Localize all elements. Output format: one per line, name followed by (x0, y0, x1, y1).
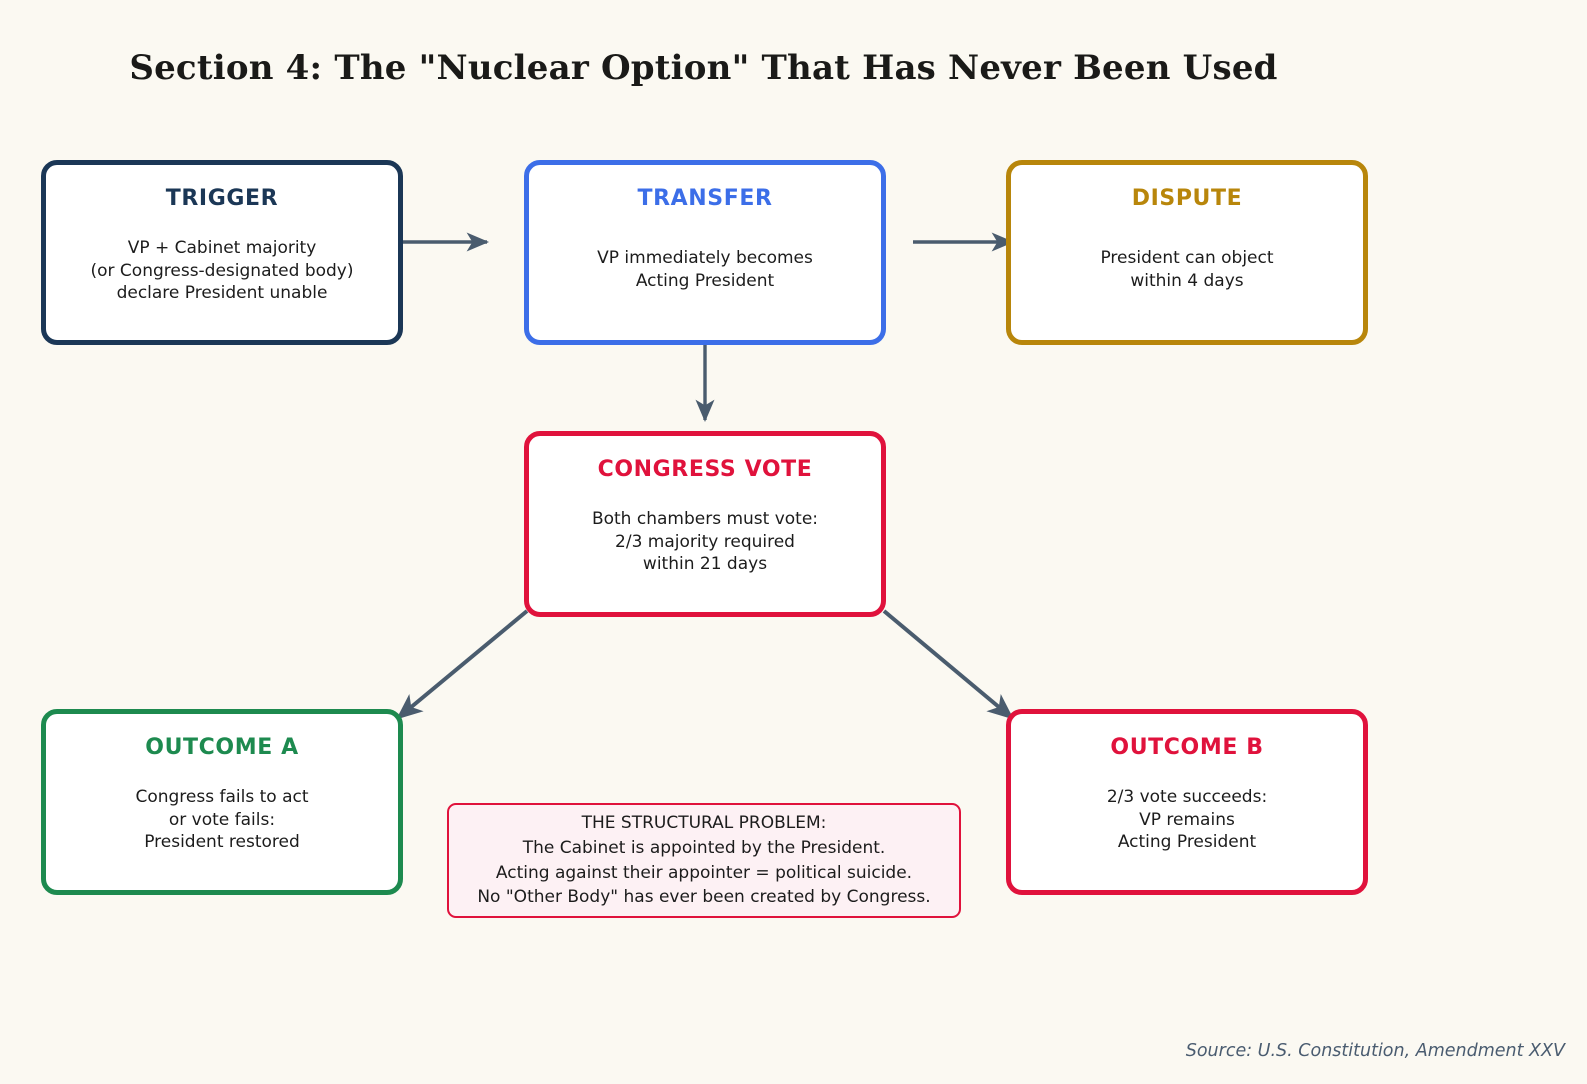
node-trigger-heading: TRIGGER (165, 186, 279, 211)
node-transfer[interactable]: TRANSFER VP immediately becomes Acting P… (524, 160, 886, 345)
arrow-congress-vote-to-outcome-b (882, 609, 1014, 720)
node-trigger-body: VP + Cabinet majority (or Congress-desig… (90, 238, 354, 304)
node-congress-vote-heading: CONGRESS VOTE (597, 457, 813, 482)
node-dispute-body: President can object within 4 days (1100, 248, 1274, 291)
page-title: Section 4: The "Nuclear Option" That Has… (129, 48, 1278, 88)
node-outcome-a-body: Congress fails to act or vote fails: Pre… (135, 787, 309, 853)
node-transfer-body: VP immediately becomes Acting President (597, 248, 813, 291)
node-outcome-b-heading: OUTCOME B (1110, 735, 1264, 760)
node-outcome-b[interactable]: OUTCOME B 2/3 vote succeeds: VP remains … (1006, 709, 1368, 895)
node-dispute[interactable]: DISPUTE President can object within 4 da… (1006, 160, 1368, 345)
node-dispute-heading: DISPUTE (1131, 186, 1243, 211)
node-outcome-a[interactable]: OUTCOME A Congress fails to act or vote … (41, 709, 403, 895)
structural-problem-note: THE STRUCTURAL PROBLEM: The Cabinet is a… (447, 803, 961, 918)
source-caption: Source: U.S. Constitution, Amendment XXV (1185, 1041, 1565, 1061)
node-outcome-b-body: 2/3 vote succeeds: VP remains Acting Pre… (1106, 787, 1268, 853)
node-trigger[interactable]: TRIGGER VP + Cabinet majority (or Congre… (41, 160, 403, 345)
node-congress-vote[interactable]: CONGRESS VOTE Both chambers must vote: 2… (524, 431, 886, 617)
node-outcome-a-heading: OUTCOME A (145, 735, 299, 760)
arrow-congress-vote-to-outcome-a (396, 609, 529, 720)
node-congress-vote-body: Both chambers must vote: 2/3 majority re… (591, 509, 819, 575)
node-transfer-heading: TRANSFER (637, 186, 773, 211)
structural-problem-note-text: THE STRUCTURAL PROBLEM: The Cabinet is a… (477, 812, 931, 908)
